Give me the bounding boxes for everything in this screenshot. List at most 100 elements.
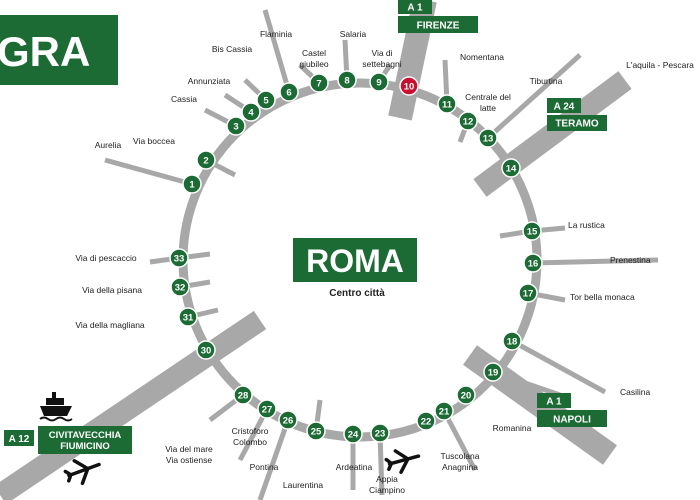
exit-number: 28 [238, 390, 249, 401]
exit-marker: 19 [483, 362, 503, 382]
exit-circle [369, 72, 389, 92]
exit-marker: 13 [478, 128, 498, 148]
exit-number: 33 [174, 253, 185, 264]
exit-number: 1 [189, 179, 195, 190]
gra-title: GRA [0, 28, 90, 75]
exit-label: L'aquila - Pescara [626, 60, 694, 70]
exit-number: 15 [527, 226, 538, 237]
exit-circle [458, 111, 478, 131]
exit-label: Romanina [493, 423, 532, 433]
exit-circle [182, 174, 202, 194]
exit-circle [196, 150, 216, 170]
exit-marker: 1 [182, 174, 202, 194]
exit-circle [437, 94, 457, 114]
exit-marker: 3 [226, 116, 246, 136]
exit-number: 18 [507, 336, 518, 347]
exit-marker: 30 [196, 340, 216, 360]
exit-label: Flaminia [260, 29, 292, 39]
exit-circle [518, 283, 538, 303]
exit-circle [169, 248, 189, 268]
exit-label: Aurelia [95, 140, 122, 150]
exit-marker: 4 [241, 102, 261, 122]
exit-label: Tiburtina [530, 76, 563, 86]
ship-icon [39, 392, 73, 422]
exit-label: Tor bella monaca [570, 292, 635, 302]
motorway-code-box [547, 98, 581, 113]
exit-marker: 32 [170, 277, 190, 297]
exit-marker: 16 [523, 253, 543, 273]
motorway-band [0, 310, 267, 500]
motorway-destination: FIRENZE [417, 21, 460, 32]
exit-number: 24 [348, 429, 359, 440]
exit-number: 4 [248, 107, 254, 118]
exit-number: 8 [344, 75, 349, 86]
motorway-code-box [398, 0, 432, 14]
motorway-code: A 12 [9, 434, 30, 445]
motorway-sign: A 1 NAPOLI [537, 393, 607, 427]
motorway-destination: NAPOLI [553, 415, 591, 426]
motorway-destination-box [547, 115, 607, 131]
exit-circle [309, 73, 329, 93]
exit-number: 26 [283, 415, 294, 426]
exit-label: Prenestina [610, 255, 651, 265]
exit-number: 3 [233, 121, 238, 132]
exit-circle [456, 385, 476, 405]
exit-label: Pontina [250, 462, 279, 472]
motorway-destination-box [398, 16, 478, 33]
exit-marker: 17 [518, 283, 538, 303]
exit-number: 16 [528, 258, 539, 269]
exit-number: 5 [263, 95, 269, 106]
radial-road [532, 257, 659, 266]
exit-marker: 33 [169, 248, 189, 268]
exit-number: 17 [523, 288, 534, 299]
exit-marker: 5 [256, 90, 276, 110]
exit-number: 20 [461, 390, 472, 401]
exit-number: 21 [439, 406, 450, 417]
exit-number: 10 [404, 81, 415, 92]
exit-number: 13 [483, 133, 494, 144]
exit-circle [170, 277, 190, 297]
exit-label: Via di pescaccio [75, 253, 137, 263]
exit-circle [257, 399, 277, 419]
exit-marker: 14 [501, 158, 521, 178]
exit-circle [416, 411, 436, 431]
exit-number: 25 [311, 426, 322, 437]
exit-circle [434, 401, 454, 421]
exit-circle [478, 128, 498, 148]
exit-number: 23 [375, 428, 386, 439]
radial-road [262, 9, 292, 93]
airplane-icon-fiumicino [63, 459, 101, 486]
exit-marker: 26 [278, 410, 298, 430]
exit-circle [483, 362, 503, 382]
exit-circle [523, 253, 543, 273]
exit-marker: 11 [437, 94, 457, 114]
exit-label: Cassia [171, 94, 197, 104]
gra-badge [0, 15, 118, 85]
radial-road [486, 53, 582, 140]
exit-circle [196, 340, 216, 360]
roma-subtitle: Centro città [329, 288, 385, 299]
motorway-code: A 1 [546, 397, 562, 408]
exit-number: 19 [488, 367, 499, 378]
exit-marker: 24 [343, 424, 363, 444]
exit-circle [278, 410, 298, 430]
exit-label: Via della pisana [82, 285, 142, 295]
radial-road [510, 338, 607, 395]
exit-marker: 31 [178, 307, 198, 327]
exit-circle [522, 221, 542, 241]
exit-marker: 25 [306, 421, 326, 441]
exit-marker: 15 [522, 221, 542, 241]
motorway-destination-box [38, 426, 132, 454]
exit-number: 31 [183, 312, 194, 323]
exit-marker: 22 [416, 411, 436, 431]
radial-road [377, 432, 385, 496]
exit-label: La rustica [568, 220, 605, 230]
exit-marker: 21 [434, 401, 454, 421]
